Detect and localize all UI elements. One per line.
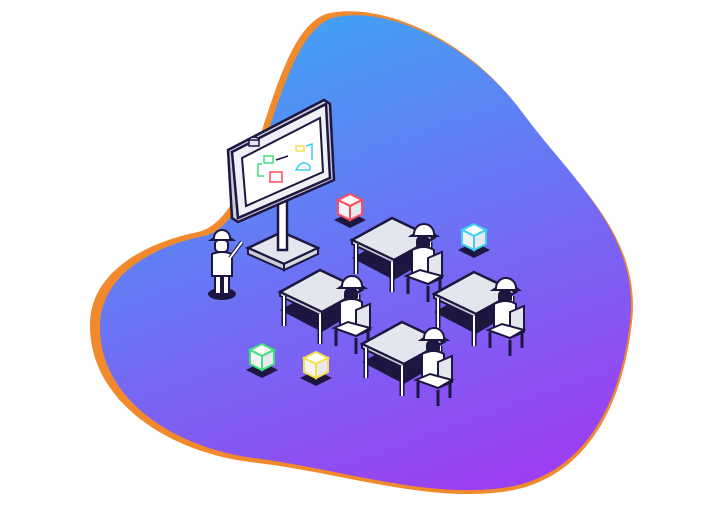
teacher-icon xyxy=(207,229,244,300)
background-blob xyxy=(89,11,633,495)
whiteboard-icon xyxy=(226,98,336,272)
